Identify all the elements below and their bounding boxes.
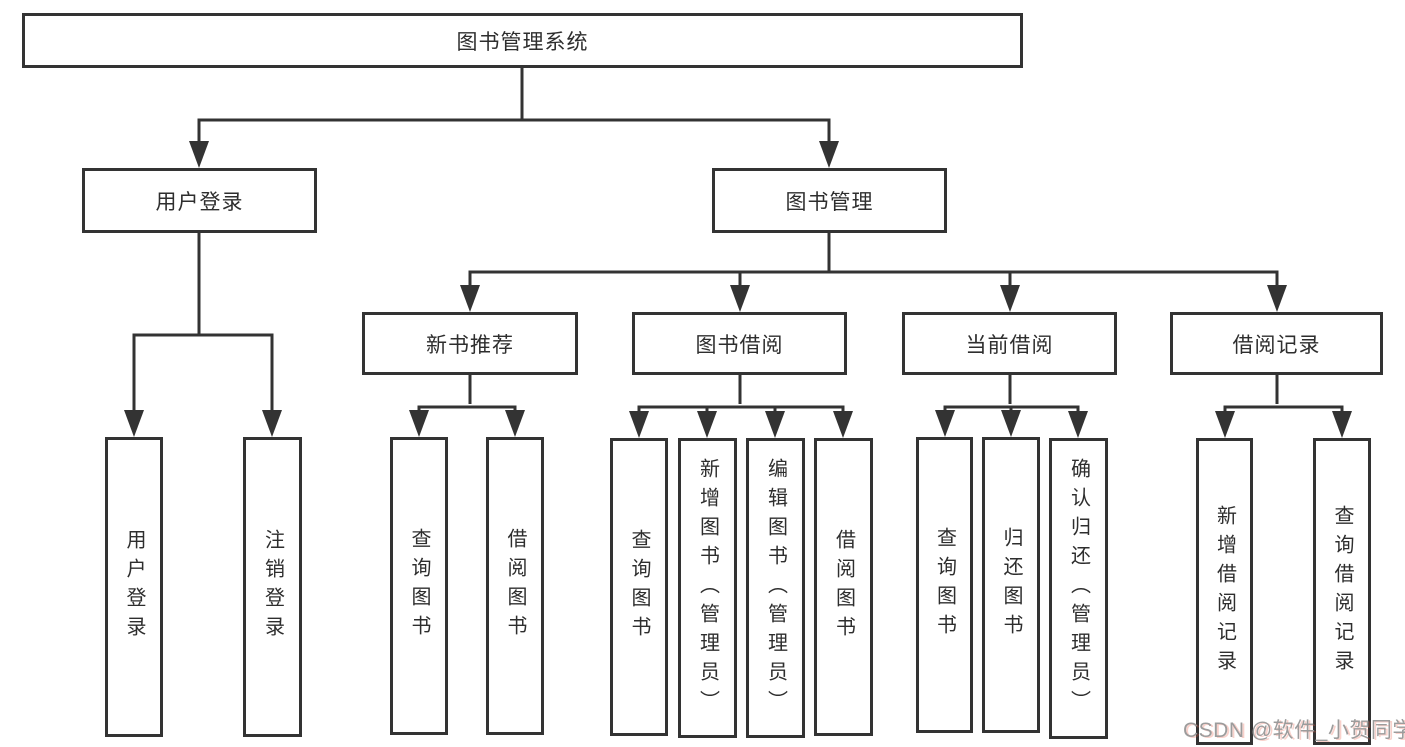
leaf-query-books-recommend: 查询图书 [390,437,448,735]
node-label: 编辑图书（管理员） [764,457,787,719]
node-book-borrowing: 图书借阅 [632,312,847,375]
node-borrowing-records: 借阅记录 [1170,312,1383,375]
node-library-management-system: 图书管理系统 [22,13,1023,68]
leaf-add-book-admin: 新增图书（管理员） [678,438,737,738]
node-user-login: 用户登录 [82,168,317,233]
leaf-borrow-books-recommend: 借阅图书 [486,437,544,735]
leaf-user-login: 用户登录 [105,437,163,737]
node-label: 借阅图书 [832,529,855,645]
node-label: 新增图书（管理员） [696,457,719,719]
node-new-book-recommendation: 新书推荐 [362,312,578,375]
node-label: 确认归还（管理员） [1067,458,1090,719]
leaf-add-borrow-record: 新增借阅记录 [1196,438,1253,745]
node-label: 用户登录 [155,190,244,214]
leaf-query-books-borrowing: 查询图书 [610,438,668,736]
csdn-watermark: CSDN @软件_小贺同学 [1183,719,1405,742]
leaf-confirm-return-admin: 确认归还（管理员） [1049,438,1108,739]
node-label: 注销登录 [261,529,284,645]
leaf-return-books: 归还图书 [982,437,1040,733]
node-label: 图书管理系统 [456,30,589,54]
leaf-logout: 注销登录 [243,437,302,737]
leaf-query-borrow-record: 查询借阅记录 [1313,438,1371,745]
leaf-borrow-books: 借阅图书 [814,438,873,736]
node-label: 查询图书 [628,529,650,645]
node-label: 用户登录 [123,529,145,645]
node-label: 查询借阅记录 [1331,504,1353,679]
node-label: 借阅图书 [504,528,526,644]
node-label: 查询图书 [408,528,430,644]
node-label: 查询图书 [933,527,956,643]
node-label: 图书借阅 [695,333,784,357]
node-label: 借阅记录 [1232,333,1321,357]
node-current-borrowing: 当前借阅 [902,312,1117,375]
leaf-edit-book-admin: 编辑图书（管理员） [746,438,805,738]
node-book-management: 图书管理 [712,168,947,233]
node-label: 图书管理 [785,190,874,214]
node-label: 归还图书 [1000,527,1022,643]
leaf-query-books-current: 查询图书 [916,437,973,733]
node-label: 当前借阅 [965,333,1054,357]
node-label: 新书推荐 [426,333,514,357]
node-label: 新增借阅记录 [1213,504,1236,679]
